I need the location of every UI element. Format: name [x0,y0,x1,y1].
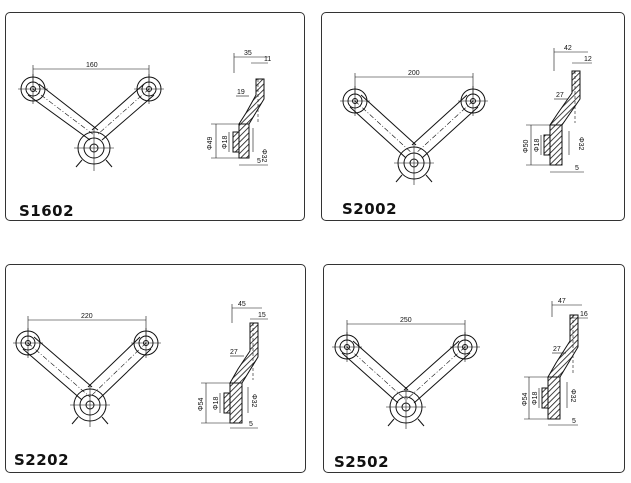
bore-diameter-dimension: Φ18 [534,139,541,152]
hub-diameter-dimension: Φ32 [577,137,584,150]
model-label: S1602 [19,202,75,220]
drawing-panel-s2002: 200 42 12 27 Φ50 Φ18 Φ32 5 S2002 [321,12,625,221]
outer-diameter-dimension: Φ49 [207,137,214,150]
spider-fitting-drawing: 250 47 16 27 Φ54 Φ18 Φ32 5 [332,298,588,429]
span-dimension: 250 [400,317,412,324]
bore-diameter-dimension: Φ18 [222,136,229,149]
drawing-panel-s1602: 160 35 11 19 Φ49 Φ18 Φ32 5 S1602 [5,12,305,221]
tip-width-dimension: 15 [258,312,266,319]
drawing-panel-s2202: 220 45 15 27 Φ54 Φ18 Φ32 5 S2202 [5,264,306,473]
spider-fitting-drawing: 160 35 11 19 Φ49 Φ18 Φ32 5 [18,50,271,171]
span-dimension: 160 [86,62,98,69]
span-dimension: 200 [408,70,420,77]
neck-width-dimension: 19 [237,89,245,96]
outer-diameter-dimension: Φ54 [198,398,205,411]
hub-diameter-dimension: Φ32 [569,389,576,402]
base-height-dimension: 5 [257,158,261,165]
neck-width-dimension: 27 [230,349,238,356]
outer-diameter-dimension: Φ50 [523,140,530,153]
tip-width-dimension: 12 [584,56,592,63]
top-width-dimension: 47 [558,298,566,305]
tip-width-dimension: 16 [580,311,588,318]
hub-diameter-dimension: Φ32 [260,149,267,162]
drawing-panel-s2502: 250 47 16 27 Φ54 Φ18 Φ32 5 S2502 [323,264,625,473]
top-width-dimension: 35 [244,50,252,57]
base-height-dimension: 5 [575,165,579,172]
span-dimension: 220 [81,313,93,320]
spider-fitting-drawing: 220 45 15 27 Φ54 Φ18 Φ32 5 [13,301,268,429]
top-width-dimension: 45 [238,301,246,308]
model-label: S2502 [334,453,390,471]
model-label: S2002 [342,200,398,218]
hub-diameter-dimension: Φ32 [250,394,257,407]
base-height-dimension: 5 [249,421,253,428]
tip-width-dimension: 11 [264,56,271,63]
bore-diameter-dimension: Φ18 [213,397,220,410]
spider-fitting-drawing: 200 42 12 27 Φ50 Φ18 Φ32 5 [340,45,592,185]
neck-width-dimension: 27 [553,346,561,353]
top-width-dimension: 42 [564,45,572,52]
outer-diameter-dimension: Φ54 [522,393,529,406]
model-label: S2202 [14,451,70,469]
neck-width-dimension: 27 [556,92,564,99]
base-height-dimension: 5 [572,418,576,425]
bore-diameter-dimension: Φ18 [532,392,539,405]
